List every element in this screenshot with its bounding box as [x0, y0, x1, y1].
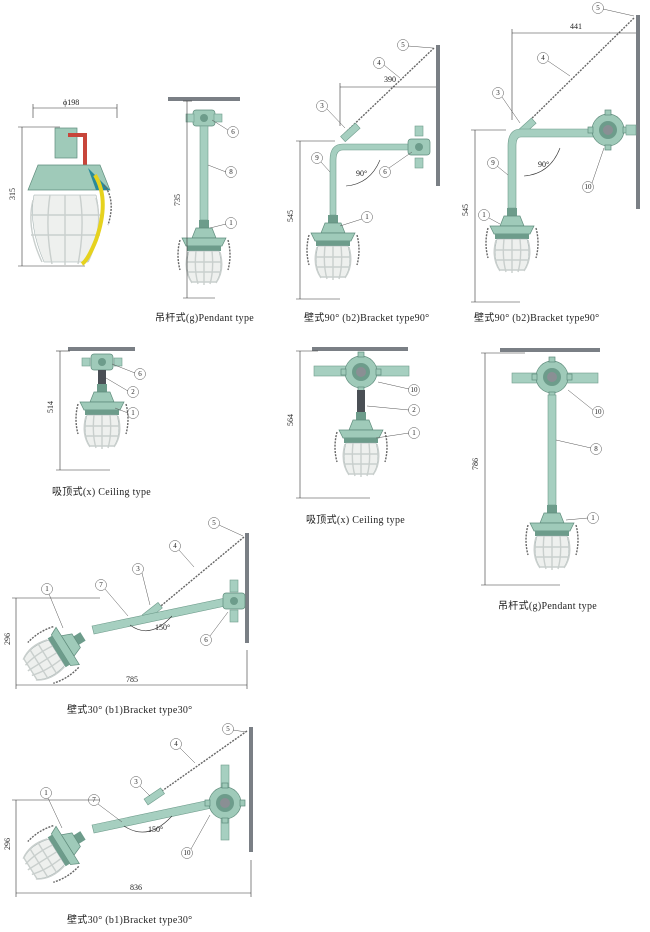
svg-text:4: 4 — [377, 59, 381, 67]
svg-text:296: 296 — [3, 633, 12, 645]
pendant-rod — [199, 125, 209, 221]
cable-yellow — [80, 173, 105, 266]
svg-text:296: 296 — [3, 838, 12, 850]
svg-text:2: 2 — [412, 406, 416, 414]
svg-text:5: 5 — [226, 725, 230, 733]
svg-text:9: 9 — [491, 159, 495, 167]
svg-text:735: 735 — [173, 194, 182, 206]
svg-text:441: 441 — [570, 22, 582, 31]
wall-plate — [636, 15, 640, 209]
sectional-top-box — [54, 127, 78, 159]
svg-text:6: 6 — [204, 636, 208, 644]
svg-text:2: 2 — [131, 388, 135, 396]
bracket90-view-2: 441 545 90° 5 4 3 9 10 1 — [461, 2, 640, 303]
bracket-arm — [329, 143, 421, 216]
svg-text:10: 10 — [595, 408, 603, 416]
svg-text:3: 3 — [496, 89, 500, 97]
svg-text:10: 10 — [184, 849, 192, 857]
svg-text:6: 6 — [383, 168, 387, 176]
svg-text:545: 545 — [461, 204, 470, 216]
caption-pendant-2: 吊杆式(g)Pendant type — [498, 601, 597, 612]
svg-text:4: 4 — [541, 54, 545, 62]
caption-ceiling-1: 吸顶式(x) Ceiling type — [52, 487, 152, 498]
svg-text:150°: 150° — [155, 623, 170, 632]
svg-text:1: 1 — [44, 789, 48, 797]
svg-text:836: 836 — [130, 883, 142, 892]
svg-text:1: 1 — [482, 211, 486, 219]
caption-pendant-1: 吊杆式(g)Pendant type — [155, 313, 254, 324]
ceiling-plate — [168, 97, 240, 101]
svg-text:514: 514 — [46, 401, 55, 413]
pendant-view-1: 735 6 8 1 — [168, 97, 240, 299]
svg-text:7: 7 — [99, 581, 103, 589]
pendant-view-2: 786 10 8 1 — [471, 348, 604, 586]
width-dimension-label: ϕ198 — [63, 98, 79, 107]
svg-text:564: 564 — [286, 414, 295, 426]
svg-text:8: 8 — [594, 445, 598, 453]
callout-1: 1 — [229, 219, 233, 227]
svg-text:90°: 90° — [538, 160, 549, 169]
svg-text:5: 5 — [401, 41, 405, 49]
svg-text:4: 4 — [173, 542, 177, 550]
svg-text:786: 786 — [471, 458, 480, 470]
svg-text:1: 1 — [45, 585, 49, 593]
svg-text:1: 1 — [412, 429, 416, 437]
svg-text:4: 4 — [174, 740, 178, 748]
callout-8: 8 — [229, 168, 233, 176]
caption-ceiling-2: 吸顶式(x) Ceiling type — [306, 515, 406, 526]
bracket-arm — [507, 128, 605, 209]
ceiling-view-2: 564 10 2 1 — [286, 347, 420, 499]
wall-plate — [245, 533, 249, 643]
svg-text:785: 785 — [126, 675, 138, 684]
svg-text:7: 7 — [92, 796, 96, 804]
svg-text:5: 5 — [212, 519, 216, 527]
bracket30-view-2: 836 296 150° 5 4 3 7 1 10 — [3, 723, 253, 897]
svg-text:10: 10 — [411, 386, 419, 394]
ceiling-plate — [500, 348, 600, 352]
bracket30-view-1: 785 296 150° 5 4 3 7 1 6 — [3, 517, 249, 694]
ceiling-plate — [68, 347, 135, 351]
svg-text:1: 1 — [365, 213, 369, 221]
svg-text:1: 1 — [131, 409, 135, 417]
bracket90-view-1: 390 545 90° 5 4 3 9 6 1 — [286, 39, 440, 300]
svg-text:9: 9 — [315, 154, 319, 162]
pendant-rod — [547, 394, 557, 506]
ceiling-view-1: 514 6 2 1 — [46, 347, 146, 471]
sectional-view: ϕ198 315 — [8, 98, 118, 267]
svg-text:3: 3 — [136, 565, 140, 573]
ceiling-plate — [312, 347, 408, 351]
callout-6: 6 — [231, 128, 235, 136]
svg-text:6: 6 — [138, 370, 142, 378]
caption-bracket30-2: 壁式30° (b1)Bracket type30° — [67, 915, 193, 926]
svg-text:150°: 150° — [148, 825, 163, 834]
caption-bracket90-1: 壁式90° (b2)Bracket type90° — [304, 313, 430, 324]
caption-bracket30-1: 壁式30° (b1)Bracket type30° — [67, 705, 193, 716]
wall-plate — [249, 727, 253, 852]
svg-text:5: 5 — [596, 4, 600, 12]
svg-text:3: 3 — [134, 778, 138, 786]
angle-label: 90° — [356, 169, 367, 178]
svg-text:10: 10 — [585, 183, 593, 191]
wall-plate — [436, 45, 440, 186]
height-dimension-label: 315 — [8, 188, 17, 200]
svg-text:3: 3 — [320, 102, 324, 110]
caption-bracket90-2: 壁式90° (b2)Bracket type90° — [474, 313, 600, 324]
svg-text:1: 1 — [591, 514, 595, 522]
svg-text:390: 390 — [384, 75, 396, 84]
svg-text:545: 545 — [286, 210, 295, 222]
